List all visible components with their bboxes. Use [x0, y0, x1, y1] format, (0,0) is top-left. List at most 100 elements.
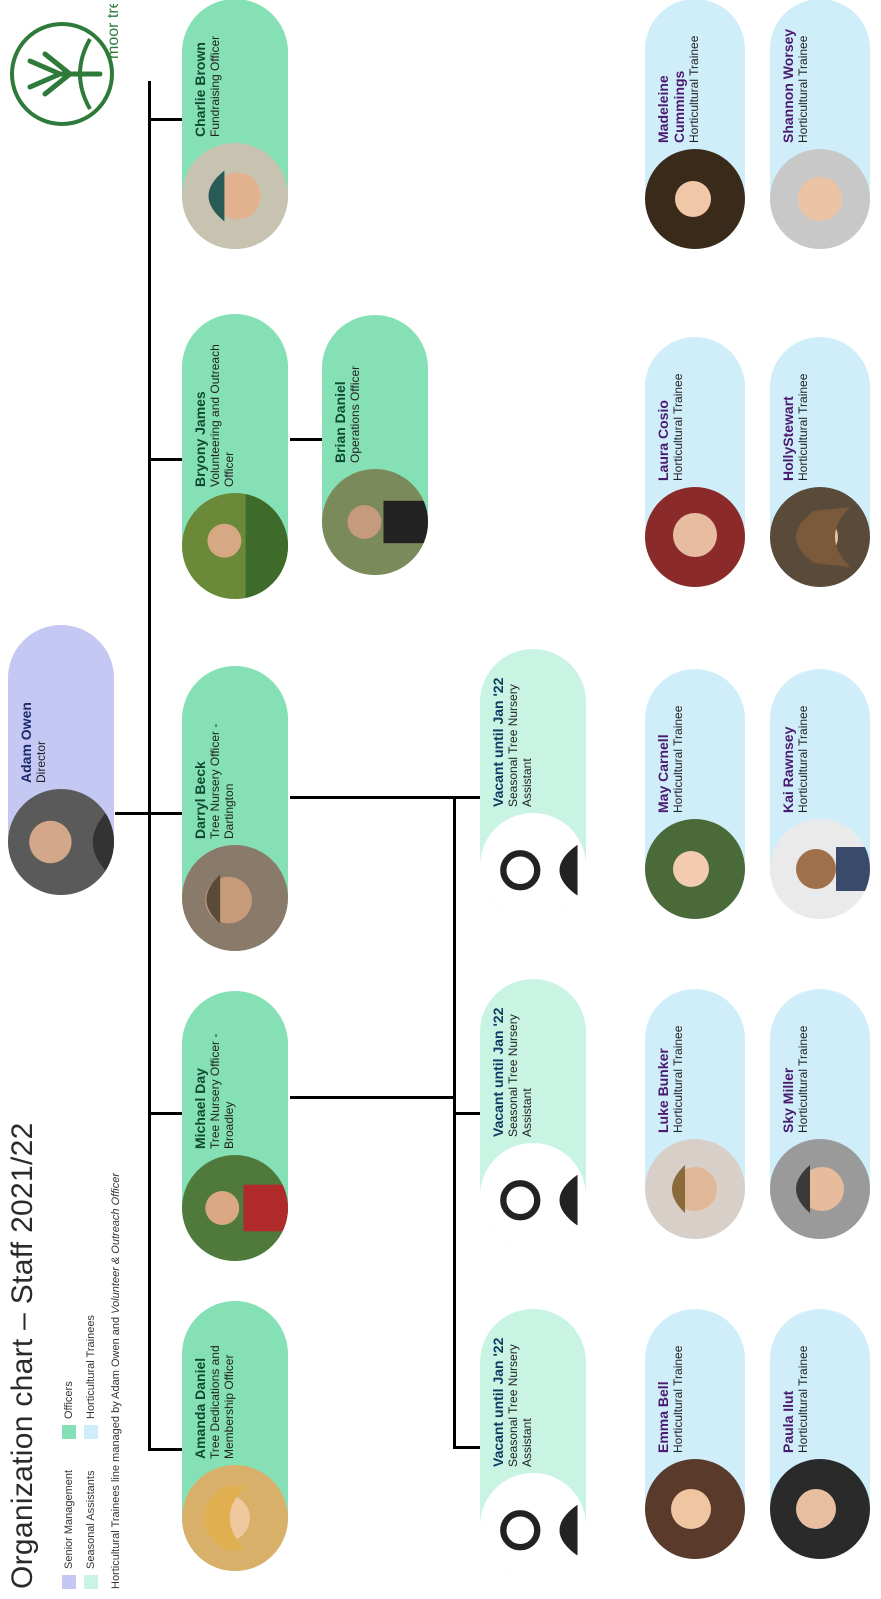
operations-name: Brian Daniel	[332, 381, 348, 463]
card-officer-darryl: Darryl Beck Tree Nursery Officer - Darti…	[182, 666, 288, 951]
card-trainee: Laura Cosio Horticultural Trainee	[645, 337, 745, 587]
trainee-role: Horticultural Trainee	[796, 1345, 810, 1453]
card-trainee: Kai Rawnsey Horticultural Trainee	[770, 669, 870, 919]
card-trainee: Madeleine Cummings Horticultural Trainee	[645, 0, 745, 249]
officer-name: Charlie Brown	[192, 42, 208, 137]
legend-swatch-officers	[62, 1425, 76, 1439]
officer-photo-avatar	[182, 1155, 288, 1261]
officer-name: Bryony James	[192, 391, 208, 487]
page-title: Organization chart – Staff 2021/22	[6, 1122, 39, 1589]
card-officer-charlie: Charlie Brown Fundraising Officer	[182, 0, 288, 249]
trainee-role: Horticultural Trainee	[796, 373, 810, 481]
trainee-name: Madeleine Cummings	[655, 70, 687, 143]
seasonal-role: Seasonal Tree Nursery Assistant	[506, 1014, 534, 1137]
trainee-photo-avatar	[645, 1459, 745, 1559]
trainee-photo-avatar	[770, 819, 870, 919]
trainee-role: Horticultural Trainee	[671, 1025, 685, 1133]
legend-swatch-senior	[62, 1575, 76, 1589]
card-trainee: Sky Miller Horticultural Trainee	[770, 989, 870, 1239]
connector-darryl-down	[290, 796, 456, 799]
officer-photo-avatar	[182, 143, 288, 249]
legend-label: Seasonal Assistants	[85, 1470, 97, 1569]
connector-seasonal-bus	[453, 799, 456, 1449]
card-trainee: HollyStewart Horticultural Trainee	[770, 337, 870, 587]
trainee-photo-avatar	[645, 819, 745, 919]
director-name: Adam Owen	[18, 702, 34, 783]
operations-role: Operations Officer	[348, 365, 362, 463]
trainee-role: Horticultural Trainee	[796, 1025, 810, 1133]
card-seasonal-2: Vacant until Jan '22 Seasonal Tree Nurse…	[480, 979, 586, 1249]
seasonal-name: Vacant until Jan '22	[490, 1007, 506, 1137]
officer-name: Amanda Daniel	[192, 1357, 208, 1459]
vacant-person-icon	[480, 1143, 586, 1249]
operations-photo-avatar	[322, 469, 428, 575]
trainee-photo-avatar	[770, 487, 870, 587]
trainee-role: Horticultural Trainee	[671, 705, 685, 813]
legend-label: Officers	[63, 1381, 75, 1419]
seasonal-name: Vacant until Jan '22	[490, 677, 506, 807]
legend-label: Senior Management	[63, 1469, 75, 1569]
trainee-name: Luke Bunker	[655, 1048, 671, 1133]
trainee-name: Emma Bell	[655, 1381, 671, 1453]
trainee-name: Paula Ilut	[780, 1390, 796, 1453]
legend-swatch-seasonal	[84, 1575, 98, 1589]
director-role: Director	[34, 740, 48, 783]
card-officer-michael: Michael Day Tree Nursery Officer - Broad…	[182, 991, 288, 1261]
logo-text: moor trees	[105, 4, 122, 59]
legend-note-italic: Volunteer & Outreach Officer	[110, 1173, 122, 1314]
vacant-person-icon	[480, 1473, 586, 1579]
trainee-role: Horticultural Trainee	[796, 35, 810, 143]
legend-note-prefix: Horticultural Trainees line managed by A…	[110, 1316, 122, 1589]
card-officer-amanda: Amanda Daniel Tree Dedications and Membe…	[182, 1301, 288, 1571]
officer-photo-avatar	[182, 845, 288, 951]
officer-role: Fundraising Officer	[208, 35, 222, 137]
legend-item-seasonal: Seasonal Assistants	[84, 1471, 98, 1589]
officer-name: Michael Day	[192, 1068, 208, 1149]
officer-role: Tree Dedications and Membership Officer	[208, 1345, 236, 1459]
officer-name: Darryl Beck	[192, 761, 208, 839]
card-operations-brian: Brian Daniel Operations Officer	[322, 315, 428, 575]
trainee-role: Horticultural Trainee	[671, 373, 685, 481]
legend-item-officers: Officers	[62, 1381, 76, 1439]
card-trainee: Emma Bell Horticultural Trainee	[645, 1309, 745, 1559]
trainee-photo-avatar	[770, 149, 870, 249]
officer-role: Tree Nursery Officer - Broadley	[208, 1033, 236, 1149]
legend-note: Horticultural Trainees line managed by A…	[110, 1173, 122, 1589]
card-trainee: Luke Bunker Horticultural Trainee	[645, 989, 745, 1239]
seasonal-role: Seasonal Tree Nursery Assistant	[506, 684, 534, 807]
connector-brian	[290, 438, 326, 441]
trainee-photo-avatar	[645, 1139, 745, 1239]
legend-item-senior-management: Senior Management	[62, 1470, 76, 1589]
card-seasonal-1: Vacant until Jan '22 Seasonal Tree Nurse…	[480, 1309, 586, 1579]
trainee-role: Horticultural Trainee	[687, 35, 701, 143]
trainee-name: Sky Miller	[780, 1067, 796, 1133]
legend-item-trainees: Horticultural Trainees	[84, 1315, 98, 1439]
officer-photo-avatar	[182, 1465, 288, 1571]
trainee-name: Laura Cosio	[655, 400, 671, 481]
officer-photo-avatar	[182, 493, 288, 599]
connector-michael-down	[290, 1096, 456, 1099]
trainee-name: May Carnell	[655, 734, 671, 813]
trainee-role: Horticultural Trainee	[671, 1345, 685, 1453]
officer-role: Volunteering and Outreach Officer	[208, 344, 236, 487]
trainee-photo-avatar	[645, 149, 745, 249]
vacant-person-icon	[480, 813, 586, 919]
card-trainee: Shannon Worsey Horticultural Trainee	[770, 0, 870, 249]
card-trainee: Paula Ilut Horticultural Trainee	[770, 1309, 870, 1559]
legend-swatch-trainees	[84, 1425, 98, 1439]
card-seasonal-3: Vacant until Jan '22 Seasonal Tree Nurse…	[480, 649, 586, 919]
legend-label: Horticultural Trainees	[85, 1315, 97, 1419]
card-director: Adam Owen Director	[8, 625, 114, 895]
trainee-photo-avatar	[645, 487, 745, 587]
director-photo-avatar	[8, 789, 114, 895]
officer-role: Tree Nursery Officer - Dartington	[208, 723, 236, 839]
seasonal-name: Vacant until Jan '22	[490, 1337, 506, 1467]
card-officer-bryony: Bryony James Volunteering and Outreach O…	[182, 314, 288, 599]
card-trainee: May Carnell Horticultural Trainee	[645, 669, 745, 919]
trainee-name: Shannon Worsey	[780, 28, 796, 143]
moor-trees-logo: moor trees	[0, 0, 125, 129]
connector-officers-bus	[148, 81, 151, 1451]
seasonal-role: Seasonal Tree Nursery Assistant	[506, 1344, 534, 1467]
trainee-name: Kai Rawnsey	[780, 726, 796, 813]
